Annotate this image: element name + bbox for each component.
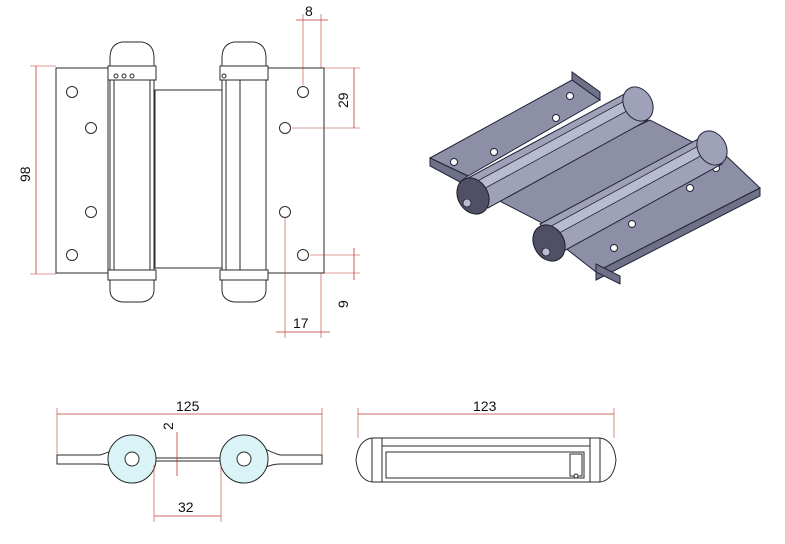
dim-label-125: 125 [176,398,200,414]
dimension-pin-spacing: 32 [153,465,222,522]
left-barrel [107,41,157,303]
screw-hole [85,122,97,134]
right-barrel [219,41,269,303]
screw-hole [297,86,309,98]
dim-label-8: 8 [305,3,313,19]
center-web [154,89,224,269]
screw-hole [85,206,97,218]
dim-label-29: 29 [335,92,351,108]
dimension-plan-width: 125 [56,398,323,455]
iso-lower-barrel [532,130,728,262]
isometric-view [428,71,761,285]
dimension-top-hole-offset: 29 [292,67,360,129]
dimension-height: 98 [17,65,56,275]
dimension-bottom-hole-offset: 9 [310,248,360,308]
dim-label-17: 17 [293,315,309,331]
screw-hole [279,122,291,134]
dim-label-9: 9 [335,300,351,308]
dim-label-98: 98 [17,166,33,182]
dim-label-32: 32 [178,499,194,515]
side-view: 123 [355,398,617,483]
dimension-hole-spacing: 17 [276,218,330,338]
left-leaf-plate [55,67,109,274]
plan-view: 125 2 32 [56,398,323,522]
dim-label-123: 123 [473,398,497,414]
iso-upper-barrel [456,86,654,215]
dim-label-2: 2 [160,422,176,430]
screw-hole [279,206,291,218]
screw-hole [66,86,78,98]
dimension-top-width: 8 [296,3,328,85]
dimension-side-length: 123 [357,398,615,438]
screw-hole [297,249,309,261]
front-view: 8 98 29 9 17 [17,3,360,338]
right-leaf-plate [257,67,325,274]
dimension-thickness: 2 [160,422,178,476]
screw-hole [66,249,78,261]
